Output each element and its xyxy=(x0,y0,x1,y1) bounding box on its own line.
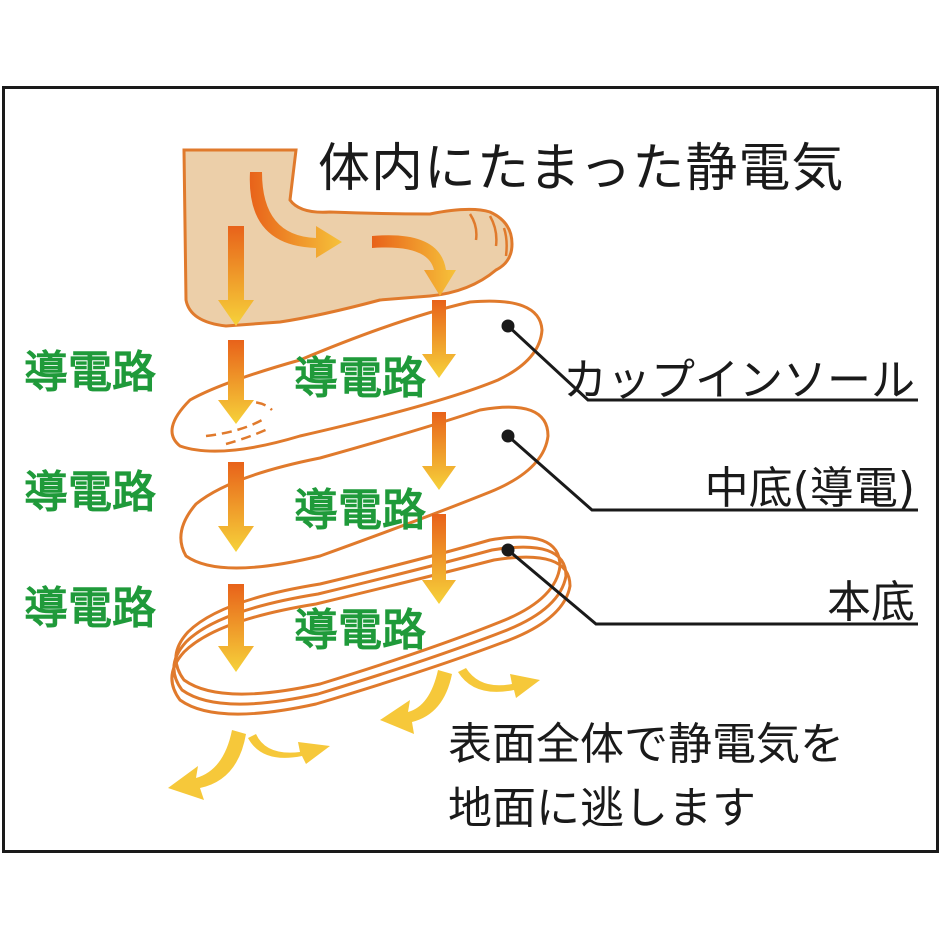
cup-insole-shape xyxy=(170,299,544,453)
midsole-shape xyxy=(179,405,550,570)
conductive-path-label: 導電路 xyxy=(24,583,156,634)
midsole-label: 中底(導電) xyxy=(704,463,915,514)
conductive-path-label: 導電路 xyxy=(24,467,156,518)
charge-flow-arrows xyxy=(168,172,540,800)
conductive-path-label: 導電路 xyxy=(294,605,426,656)
caption-line-1: 表面全体で静電気を xyxy=(448,719,844,770)
conductive-path-label: 導電路 xyxy=(24,347,156,398)
toe-lines xyxy=(468,213,508,257)
conductive-path-label: 導電路 xyxy=(294,485,426,536)
caption-line-2: 地面に逃します xyxy=(448,783,756,834)
outsole-label: 本底 xyxy=(827,577,915,628)
cup-insole-label: カップインソール xyxy=(563,355,915,406)
outsole-shape xyxy=(170,535,572,716)
diagram-title: 体内にたまった静電気 xyxy=(318,139,845,199)
conductive-path-label: 導電路 xyxy=(294,353,426,404)
foot-illustration xyxy=(182,148,514,328)
leader-lines xyxy=(501,319,918,626)
